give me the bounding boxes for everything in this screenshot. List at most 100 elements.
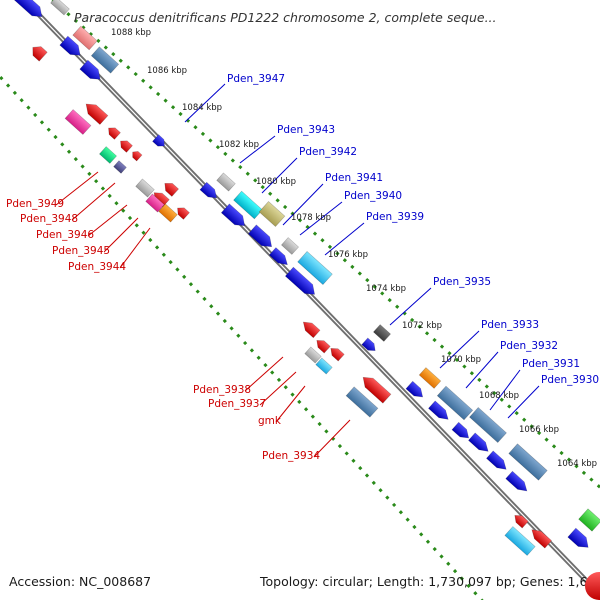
gene-shape bbox=[50, 0, 70, 16]
navigate-next-icon[interactable] bbox=[585, 572, 600, 600]
gene-glyph[interactable] bbox=[268, 247, 291, 269]
reverse-gene-label[interactable]: Pden_3944 bbox=[68, 261, 126, 273]
forward-gene-label[interactable]: Pden_3941 bbox=[325, 172, 383, 184]
gene-glyph[interactable] bbox=[90, 46, 120, 74]
gene-glyph[interactable] bbox=[161, 180, 179, 197]
kbp-tick-label: 1084 kbp bbox=[182, 103, 222, 113]
forward-gene-leader bbox=[389, 287, 432, 326]
gene-glyph[interactable] bbox=[315, 357, 333, 375]
forward-gene-label[interactable]: Pden_3942 bbox=[299, 146, 357, 158]
gene-shape bbox=[220, 203, 246, 227]
gene-glyph[interactable] bbox=[284, 266, 318, 299]
forward-gene-label[interactable]: Pden_3935 bbox=[433, 276, 491, 288]
gene-shape bbox=[32, 46, 48, 62]
gene-shape bbox=[428, 400, 449, 420]
gene-glyph[interactable] bbox=[106, 125, 121, 140]
gene-glyph[interactable] bbox=[233, 190, 263, 220]
gene-glyph[interactable] bbox=[247, 224, 275, 251]
gene-shape bbox=[362, 376, 392, 404]
gene-glyph[interactable] bbox=[216, 172, 236, 192]
reverse-gene-label[interactable]: Pden_3938 bbox=[193, 384, 251, 396]
gene-shape bbox=[316, 339, 331, 354]
gene-glyph[interactable] bbox=[135, 178, 155, 198]
gene-glyph[interactable] bbox=[99, 146, 117, 164]
gene-glyph[interactable] bbox=[281, 237, 299, 255]
gene-glyph[interactable] bbox=[373, 324, 391, 342]
gene-glyph[interactable] bbox=[567, 527, 592, 552]
forward-gene-label[interactable]: Pden_3932 bbox=[500, 340, 558, 352]
gene-glyph[interactable] bbox=[405, 380, 426, 400]
gene-glyph[interactable] bbox=[508, 443, 548, 481]
gene-glyph[interactable] bbox=[361, 337, 378, 354]
gene-glyph[interactable] bbox=[158, 203, 178, 223]
forward-gene-leader bbox=[299, 201, 343, 236]
gene-shape bbox=[330, 347, 345, 362]
forward-gene-label[interactable]: Pden_3933 bbox=[481, 319, 539, 331]
gene-glyph[interactable] bbox=[220, 203, 248, 230]
gene-glyph[interactable] bbox=[328, 345, 345, 362]
gene-shape bbox=[468, 432, 489, 452]
gene-glyph[interactable] bbox=[578, 508, 600, 532]
reverse-gene-label[interactable]: Pden_3934 bbox=[262, 450, 320, 462]
gene-glyph[interactable] bbox=[300, 318, 321, 339]
gene-shape bbox=[281, 237, 299, 255]
gene-glyph[interactable] bbox=[451, 421, 472, 441]
gene-glyph[interactable] bbox=[428, 400, 451, 423]
reverse-gene-leader bbox=[244, 356, 284, 392]
gene-glyph[interactable] bbox=[29, 43, 48, 62]
gene-glyph[interactable] bbox=[512, 512, 529, 529]
gene-shape bbox=[505, 470, 528, 492]
gene-glyph[interactable] bbox=[175, 205, 190, 220]
gene-glyph[interactable] bbox=[418, 367, 442, 389]
forward-gene-label[interactable]: Pden_3939 bbox=[366, 211, 424, 223]
gene-glyph[interactable] bbox=[118, 138, 133, 153]
forward-gene-label[interactable]: Pden_3930 bbox=[541, 374, 599, 386]
reverse-gene-label[interactable]: Pden_3945 bbox=[52, 245, 110, 257]
gene-glyph[interactable] bbox=[359, 373, 392, 404]
gene-glyph[interactable] bbox=[436, 385, 474, 421]
gene-glyph[interactable] bbox=[469, 407, 507, 443]
gene-glyph[interactable] bbox=[72, 25, 98, 51]
gene-glyph[interactable] bbox=[199, 181, 220, 201]
reverse-gene-label[interactable]: Pden_3946 bbox=[36, 229, 94, 241]
gene-shape bbox=[268, 247, 288, 266]
gene-glyph[interactable] bbox=[528, 526, 552, 549]
gene-glyph[interactable] bbox=[79, 59, 104, 84]
gene-glyph[interactable] bbox=[152, 134, 168, 150]
gene-glyph[interactable] bbox=[113, 160, 127, 174]
gene-glyph[interactable] bbox=[145, 193, 165, 213]
gene-glyph[interactable] bbox=[486, 450, 509, 473]
forward-gene-label[interactable]: Pden_3940 bbox=[344, 190, 402, 202]
gene-shape bbox=[504, 526, 536, 556]
gene-glyph[interactable] bbox=[345, 386, 379, 418]
gene-glyph[interactable] bbox=[304, 346, 322, 364]
gene-shape bbox=[247, 224, 273, 248]
forward-gene-label[interactable]: Pden_3931 bbox=[522, 358, 580, 370]
gene-shape bbox=[514, 514, 529, 529]
reverse-gene-label[interactable]: Pden_3937 bbox=[208, 398, 266, 410]
gene-glyph[interactable] bbox=[82, 100, 109, 125]
gene-glyph[interactable] bbox=[314, 337, 331, 354]
forward-gene-label[interactable]: Pden_3943 bbox=[277, 124, 335, 136]
gene-glyph[interactable] bbox=[504, 526, 536, 556]
gene-glyph[interactable] bbox=[130, 149, 143, 162]
gene-shape bbox=[85, 103, 109, 125]
reverse-gene-label[interactable]: Pden_3949 bbox=[6, 198, 64, 210]
gene-glyph[interactable] bbox=[64, 109, 92, 135]
reverse-gene-leader bbox=[313, 419, 351, 458]
gene-glyph[interactable] bbox=[50, 0, 70, 16]
reverse-gene-label[interactable]: gmk bbox=[258, 415, 282, 427]
forward-gene-leader bbox=[489, 369, 521, 411]
reverse-gene-label[interactable]: Pden_3948 bbox=[20, 213, 78, 225]
gene-glyph[interactable] bbox=[468, 432, 491, 455]
gene-glyph[interactable] bbox=[505, 470, 531, 494]
backbone bbox=[21, 0, 600, 599]
gene-glyph[interactable] bbox=[258, 201, 286, 227]
gene-glyph[interactable] bbox=[13, 0, 46, 21]
gene-glyph[interactable] bbox=[59, 35, 84, 60]
gene-glyph[interactable] bbox=[297, 250, 333, 286]
forward-gene-label[interactable]: Pden_3947 bbox=[227, 73, 285, 85]
gene-shape bbox=[531, 529, 552, 549]
gene-shape bbox=[361, 337, 376, 352]
gene-shape bbox=[373, 324, 391, 342]
